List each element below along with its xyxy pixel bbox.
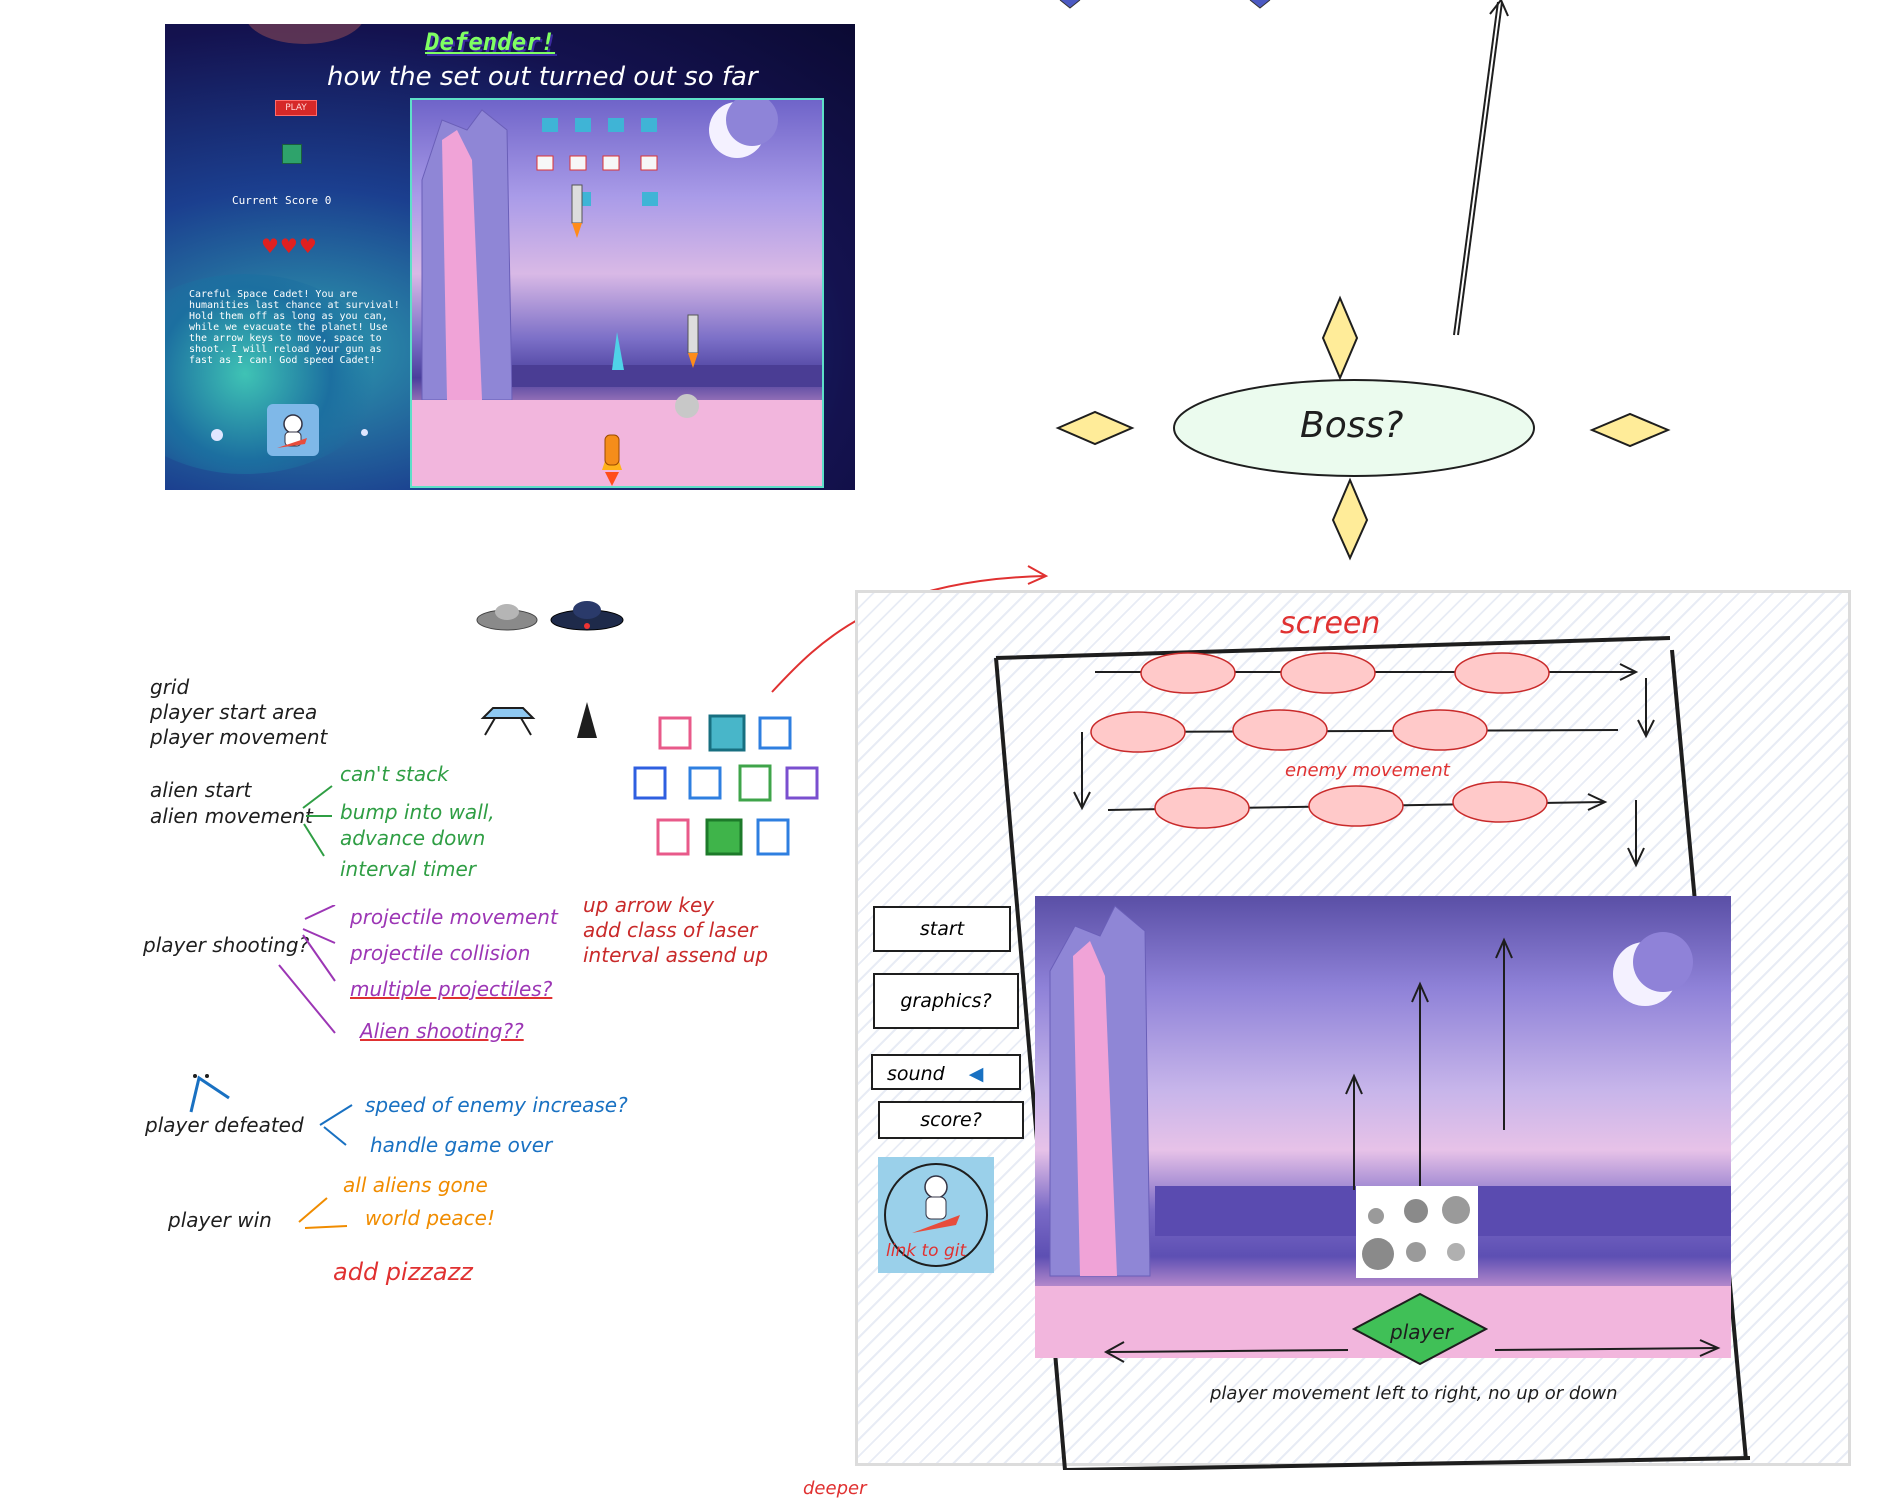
- note-alien-start: alien start: [150, 778, 252, 802]
- note-player-start: player start area: [150, 700, 318, 724]
- alien-grid-sprites: [633, 714, 819, 856]
- boss-ellipse: [1173, 379, 1535, 477]
- git-ring: [884, 1163, 988, 1267]
- note-add-class: add class of laser: [583, 918, 758, 942]
- screenshot-caption: how the set out turned out so far: [327, 62, 758, 92]
- enemy-movement-label: enemy movement: [1285, 760, 1450, 781]
- boss-spike-bottom: [1331, 477, 1369, 561]
- wireframe-sketch: [994, 636, 1751, 1470]
- game-title: Defender!: [425, 28, 556, 56]
- score-button[interactable]: score?: [878, 1101, 1024, 1139]
- astronaut-icon: [912, 1175, 960, 1233]
- star-dot: [361, 429, 368, 436]
- note-projectile-collision: projectile collision: [350, 941, 531, 965]
- defeated-figure-icon: [189, 1074, 230, 1113]
- note-all-aliens: all aliens gone: [343, 1173, 488, 1197]
- boss-spike-top: [1321, 295, 1359, 381]
- player-movement-caption: player movement left to right, no up or …: [1210, 1383, 1618, 1404]
- purple-brackets: [278, 905, 336, 1034]
- story-text: Careful Space Cadet! You are humanities …: [189, 289, 400, 366]
- note-projectile-movement: projectile movement: [350, 905, 558, 929]
- alien-sprites: [536, 118, 658, 206]
- sound-toggle-button[interactable]: [282, 144, 302, 164]
- note-player-defeated: player defeated: [145, 1113, 304, 1137]
- game-scene: [412, 94, 822, 486]
- nebula-decoration: [245, 24, 365, 44]
- git-link-button[interactable]: link to git: [878, 1157, 994, 1273]
- git-link-badge[interactable]: [267, 404, 319, 456]
- rocket-sprite: [577, 702, 597, 738]
- note-player-shooting: player shooting?: [143, 933, 310, 957]
- note-world-peace: world peace!: [365, 1206, 495, 1230]
- player-label: player: [1390, 1320, 1453, 1344]
- note-interval-timer: interval timer: [340, 857, 477, 881]
- graphics-button[interactable]: graphics?: [873, 973, 1019, 1029]
- note-handle-game-over: handle game over: [370, 1133, 553, 1157]
- note-alien-shooting: Alien shooting??: [360, 1019, 524, 1043]
- start-button[interactable]: start: [873, 906, 1011, 952]
- sound-button[interactable]: sound ◀: [871, 1054, 1021, 1090]
- player-node: [1351, 1292, 1489, 1366]
- projectile-arrows: [1345, 937, 1513, 1190]
- note-add-pizzazz: add pizzazz: [333, 1258, 473, 1286]
- note-advance-down: advance down: [340, 826, 486, 850]
- boss-label: Boss?: [1300, 405, 1404, 446]
- play-button[interactable]: PLAY: [275, 100, 317, 116]
- ufo-saucer-sprite: [480, 707, 536, 719]
- note-alien-movement: alien movement: [150, 804, 313, 828]
- note-up-arrow: up arrow key: [583, 893, 715, 917]
- game-area: [410, 94, 824, 488]
- astronaut-icon: [277, 414, 307, 448]
- boss-diagram: [1055, 0, 1671, 561]
- note-player-movement: player movement: [150, 725, 328, 749]
- player-movement-arrows: [1103, 1339, 1721, 1363]
- star-dot: [211, 429, 223, 441]
- sprite-palette: [476, 601, 819, 856]
- lives-hearts: ♥♥♥: [261, 234, 318, 258]
- orange-brackets: [298, 1197, 348, 1229]
- current-score: Current Score 0: [232, 194, 332, 207]
- note-player-win: player win: [168, 1208, 272, 1232]
- note-speed-enemy: speed of enemy increase?: [365, 1093, 628, 1117]
- smoke-icon: [1362, 1196, 1470, 1270]
- explosion-sprites: [1356, 1186, 1478, 1278]
- game-screenshot: Defender! PLAY Current Score 0 ♥♥♥ Caref…: [165, 24, 855, 490]
- note-deeper: deeper: [803, 1478, 867, 1499]
- git-link-label: link to git: [886, 1241, 967, 1261]
- player-ship-sprite: [602, 434, 622, 486]
- enemy-ellipses: [1090, 652, 1550, 829]
- note-cant-stack: can't stack: [340, 762, 449, 786]
- player-diamond-shape: [1351, 1292, 1489, 1366]
- boss-spike-right: [1589, 412, 1671, 448]
- note-grid: grid: [150, 675, 190, 699]
- screen-label: screen: [1280, 606, 1381, 641]
- speaker-icon: ◀: [968, 1063, 984, 1085]
- boss-spike-left: [1055, 410, 1135, 446]
- note-interval-ascend: interval assend up: [583, 943, 769, 967]
- green-brackets: [302, 785, 333, 857]
- blue-brackets: [319, 1104, 353, 1146]
- sound-label: sound: [887, 1063, 945, 1085]
- note-bump-wall: bump into wall,: [340, 800, 495, 824]
- note-multiple-projectiles: multiple projectiles?: [350, 977, 553, 1001]
